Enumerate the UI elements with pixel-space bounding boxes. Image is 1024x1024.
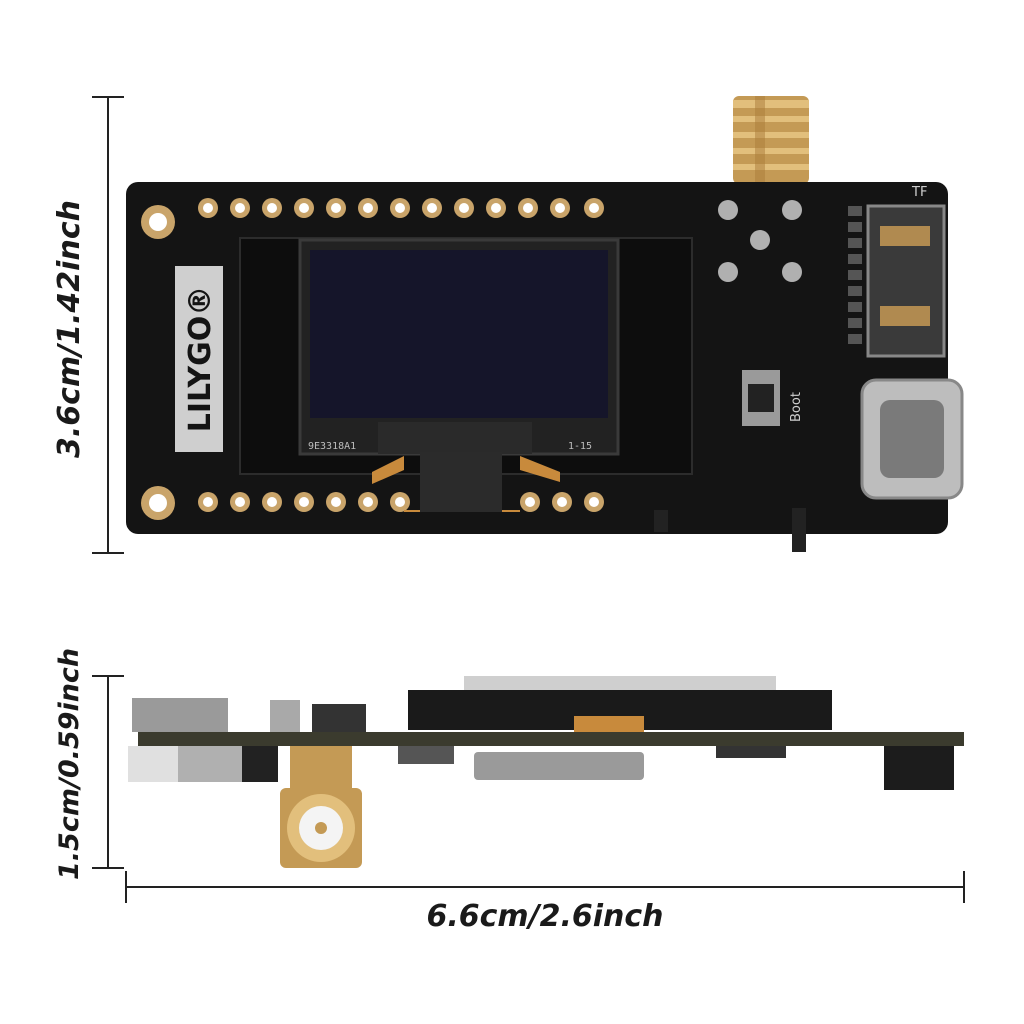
brand-logo-panel	[175, 266, 223, 452]
header-pins-top-row	[198, 198, 604, 218]
power-switch[interactable]	[792, 508, 806, 552]
pads-cluster	[718, 200, 802, 282]
side-components-top	[132, 698, 644, 732]
board-side-view	[128, 676, 964, 868]
usb-c-port	[860, 378, 964, 500]
brand-logo-text: LILYGO®	[183, 285, 218, 433]
boot-label: Boot	[789, 392, 804, 422]
side-button[interactable]	[654, 510, 668, 532]
side-sd-slot	[474, 752, 644, 780]
side-components-bottom	[128, 746, 954, 790]
side-oled-glass	[464, 676, 776, 690]
oled-screen	[310, 250, 608, 418]
board-top-view	[126, 96, 964, 552]
side-pcb-edge	[138, 732, 964, 746]
boot-button[interactable]	[742, 370, 780, 426]
width-label: 6.6cm/2.6inch	[426, 899, 664, 934]
header-pins-bottom-row	[198, 492, 604, 512]
smd-pin-column	[848, 206, 862, 344]
mounting-holes	[141, 205, 175, 520]
side-battery-connector	[884, 746, 954, 790]
oled-ribbon-cover	[378, 422, 532, 454]
sma-connector-side	[280, 746, 362, 868]
sma-connector-top	[733, 96, 809, 184]
sd-card-slot	[866, 204, 946, 358]
oled-code-left: 9E3318A1	[308, 441, 357, 452]
oled-code-right: 1-15	[568, 441, 593, 452]
tf-label: TF	[912, 185, 928, 200]
oled-flex-cable	[372, 452, 560, 512]
